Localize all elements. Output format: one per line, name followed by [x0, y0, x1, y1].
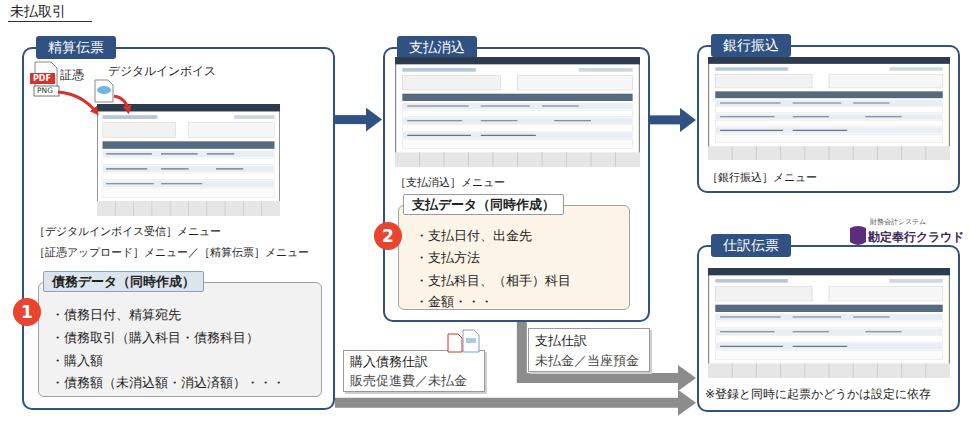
- callout-number: 2: [374, 222, 402, 250]
- logo-crest: [850, 226, 866, 245]
- menu-label: ［証憑アップロード］メニュー／［精算伝票］メニュー: [34, 246, 309, 259]
- flow-arrow: [522, 322, 679, 378]
- journal-tag: 支払仕訳未払金／当座預金: [528, 328, 650, 372]
- data-box: 支払データ（同時作成）・支払日付、出金先・支払方法・支払科目、（相手）科目・金額…: [398, 205, 630, 310]
- process-box: 支払消込［支払消込］メニュー支払データ（同時作成）・支払日付、出金先・支払方法・…: [383, 47, 650, 322]
- box-heading: 債務データ（同時作成）: [43, 271, 204, 292]
- journal-tag: 購入債務仕訳販売促進費／未払金: [343, 350, 485, 392]
- flow-arrow: [650, 115, 681, 124]
- tag-body: 販売促進費／未払金: [350, 373, 467, 388]
- box-heading: 銀行振込: [711, 34, 791, 57]
- list-item: ・支払方法: [415, 250, 480, 266]
- tag-body: 未払金／当座預金: [535, 353, 639, 368]
- callout-number-text: 1: [13, 298, 41, 326]
- tag-heading: 購入債務仕訳: [350, 354, 428, 369]
- flow-arrow: [335, 115, 367, 124]
- list-item: ・債務額（未消込額・消込済額）・・・: [51, 375, 285, 391]
- menu-label: ［銀行振込］メニュー: [707, 171, 817, 184]
- tag-heading: 支払仕訳: [535, 333, 587, 348]
- annotation-label: 財務会計システム: [870, 218, 926, 226]
- list-item: ・購入額: [51, 353, 103, 369]
- list-item: ・債務日付、精算宛先: [51, 307, 181, 323]
- list-item: ・債務取引（購入科目・債務科目）: [51, 330, 259, 346]
- box-heading: 支払消込: [397, 36, 477, 59]
- list-item: ・支払日付、出金先: [415, 228, 532, 244]
- box-heading: 支払データ（同時作成）: [403, 194, 564, 215]
- process-box: 仕訳伝票※登録と同時に起票かどうかは設定に依存: [697, 245, 960, 412]
- diagram-title: 未払取引: [8, 3, 92, 22]
- box-heading: 精算伝票: [36, 36, 116, 59]
- box-heading: 仕訳伝票: [711, 234, 791, 257]
- annotation-label: PDF: [33, 74, 51, 84]
- process-box: 銀行振込［銀行振込］メニュー: [697, 45, 960, 193]
- annotation-label: PNG: [37, 86, 53, 95]
- annotation-label: 証憑: [60, 68, 84, 82]
- list-item: ・支払科目、（相手）科目: [415, 273, 571, 289]
- document-icon: [463, 330, 479, 352]
- menu-label: ［デジタルインボイス受信］メニュー: [34, 225, 221, 238]
- menu-label: ［支払消込］メニュー: [395, 176, 505, 189]
- annotation-label: 勘定奉行クラウド: [868, 230, 964, 244]
- note-text: ※登録と同時に起票かどうかは設定に依存: [705, 387, 931, 401]
- callout-number-text: 2: [374, 222, 402, 250]
- process-box: 精算伝票［デジタルインボイス受信］メニュー［証憑アップロード］メニュー／［精算伝…: [22, 47, 335, 410]
- list-item: ・金額・・・: [415, 294, 493, 310]
- data-box: 債務データ（同時作成）・債務日付、精算宛先・債務取引（購入科目・債務科目）・購入…: [38, 282, 322, 397]
- flow-arrow: [335, 398, 679, 408]
- callout-number: 1: [13, 298, 41, 326]
- annotation-label: デジタルインボイス: [108, 64, 216, 78]
- document-icon-detail: [466, 338, 476, 343]
